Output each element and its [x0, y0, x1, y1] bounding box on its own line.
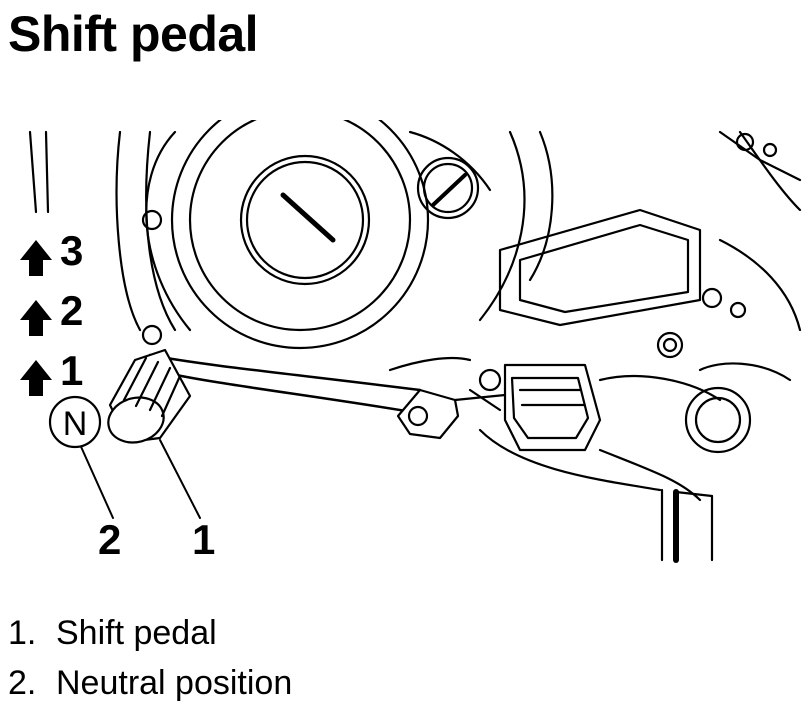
arrow-up-icon [20, 300, 52, 336]
gear-label-3: 3 [60, 227, 83, 274]
neutral-circle-icon [48, 395, 102, 449]
callout-neutral-position: 2 [98, 516, 121, 563]
legend-number: 1. [8, 614, 37, 652]
shift-pedal-illustration: 3 2 1 N 2 1 [0, 120, 809, 570]
page-title: Shift pedal [8, 6, 259, 62]
legend-item-neutral-position: 2. Neutral position [8, 658, 292, 708]
legend-number: 2. [8, 664, 37, 702]
legend-item-shift-pedal: 1. Shift pedal [8, 608, 292, 658]
legend-text: Neutral position [56, 664, 293, 702]
callout-shift-pedal: 1 [192, 516, 215, 563]
legend-text: Shift pedal [56, 614, 217, 652]
arrow-up-icon [20, 360, 52, 396]
legend-list: 1. Shift pedal 2. Neutral position [8, 608, 292, 708]
gear-label-1: 1 [60, 347, 83, 394]
gear-label-2: 2 [60, 287, 83, 334]
arrow-up-icon [20, 240, 52, 276]
neutral-symbol: N [63, 405, 88, 443]
